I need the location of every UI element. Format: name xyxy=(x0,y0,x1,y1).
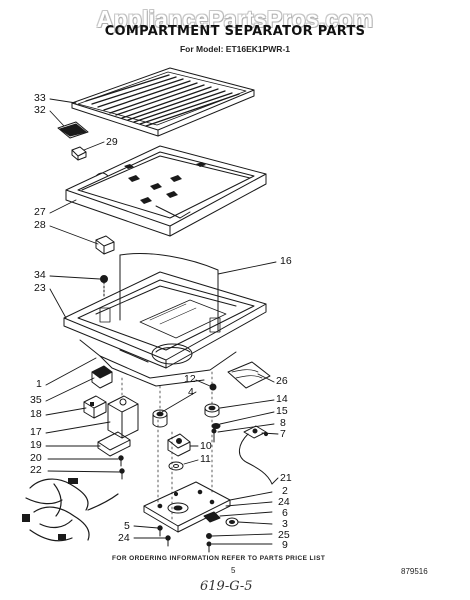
callout-15: 15 xyxy=(276,405,288,417)
part-grommet xyxy=(204,403,220,418)
part-screw-22 xyxy=(119,468,125,480)
callout-6: 6 xyxy=(282,507,288,519)
callout-35: 35 xyxy=(30,394,42,406)
part-screw-12 xyxy=(209,383,217,391)
part-screw-9 xyxy=(206,541,212,553)
callout-27: 27 xyxy=(34,206,46,218)
part-screw-34 xyxy=(100,275,108,299)
part-screw-24b xyxy=(165,535,171,547)
callout-26: 26 xyxy=(276,375,288,387)
callout-16: 16 xyxy=(280,255,292,267)
part-pin-8 xyxy=(211,428,217,443)
callout-2: 2 xyxy=(282,485,288,497)
part-clip xyxy=(71,146,87,161)
callout-7: 7 xyxy=(280,428,286,440)
part-pin-15 xyxy=(211,423,221,429)
watermark: AppliancePartsPros.com xyxy=(96,6,374,32)
callout-23: 23 xyxy=(34,282,46,294)
part-foam-block xyxy=(95,235,115,255)
callout-3: 3 xyxy=(282,518,288,530)
part-control-box xyxy=(107,395,139,439)
part-mounting-plate xyxy=(143,481,231,533)
callout-9: 9 xyxy=(282,539,288,551)
part-washer xyxy=(168,461,184,471)
part-label-plate xyxy=(57,121,89,139)
callout-5: 5 xyxy=(124,520,130,532)
part-connector-3 xyxy=(225,517,239,527)
part-separator-housing xyxy=(63,271,267,387)
model-line: For Model: ET16EK1PWR-1 xyxy=(179,44,291,54)
part-screw-25 xyxy=(206,533,212,539)
callout-24a: 24 xyxy=(278,496,290,508)
callout-21: 21 xyxy=(280,472,292,484)
callout-22: 22 xyxy=(30,464,42,476)
part-connector-6 xyxy=(203,511,221,523)
callout-12: 12 xyxy=(184,373,196,385)
part-grille-cover xyxy=(71,67,255,137)
callout-28: 28 xyxy=(34,219,46,231)
part-separator-cover xyxy=(65,145,267,237)
part-switch xyxy=(83,395,107,419)
callout-17: 17 xyxy=(30,426,42,438)
callout-10: 10 xyxy=(200,440,212,452)
callout-20: 20 xyxy=(30,452,42,464)
callout-18: 18 xyxy=(30,408,42,420)
part-foam-pad xyxy=(227,361,271,389)
callout-4: 4 xyxy=(188,386,194,398)
callout-29: 29 xyxy=(106,136,118,148)
part-screw-20 xyxy=(118,455,124,467)
part-bracket xyxy=(97,431,131,457)
callout-33: 33 xyxy=(34,92,46,104)
callout-34: 34 xyxy=(34,269,46,281)
leader-lines xyxy=(45,98,279,545)
callout-8: 8 xyxy=(280,417,286,429)
callout-1: 1 xyxy=(36,378,42,390)
part-bushing xyxy=(152,409,168,428)
part-lamp-socket xyxy=(91,365,113,389)
part-damper-knob xyxy=(167,433,191,457)
callout-32: 32 xyxy=(34,104,46,116)
document-code: 879516 xyxy=(401,567,428,576)
callout-11: 11 xyxy=(200,453,211,465)
callout-19: 19 xyxy=(30,439,42,451)
page-number: 5 xyxy=(231,566,236,575)
diagram-title: COMPARTMENT SEPARATOR PARTS xyxy=(104,24,366,39)
handwritten-note: 619-G-5 xyxy=(200,579,253,594)
part-wire-harness xyxy=(119,253,219,331)
callout-24b: 24 xyxy=(118,532,130,544)
part-screw-5 xyxy=(157,525,163,537)
part-wiring-harness xyxy=(22,478,119,542)
callout-14: 14 xyxy=(276,393,288,405)
part-sensor-wire xyxy=(239,425,273,485)
ordering-note: FOR ORDERING INFORMATION REFER TO PARTS … xyxy=(112,555,326,562)
callout-25: 25 xyxy=(278,529,290,541)
